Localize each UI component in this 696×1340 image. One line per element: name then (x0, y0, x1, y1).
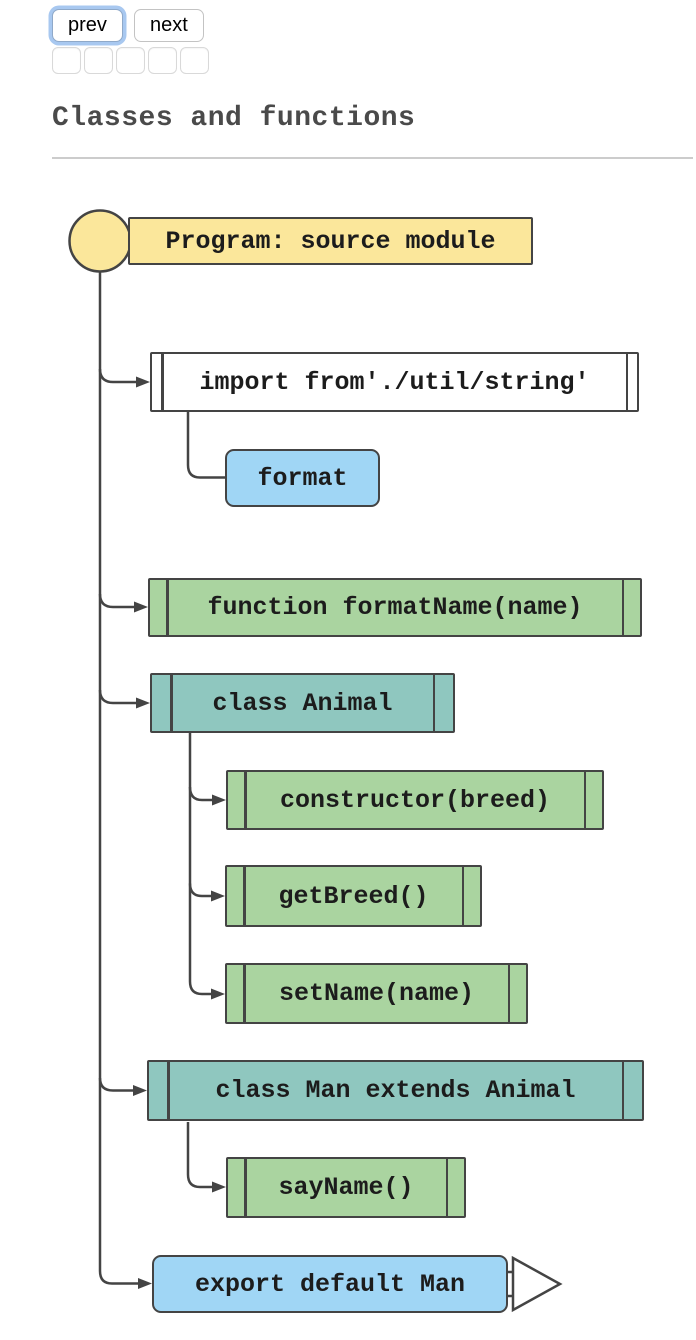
node-export-default: export default Man (152, 1255, 508, 1313)
slide-step-button-3[interactable] (116, 47, 145, 74)
node-class-man: class Man extends Animal (147, 1060, 644, 1121)
main-trunk-line (98, 272, 140, 1285)
man-child-line (186, 1122, 214, 1189)
export-triangle-icon (511, 1255, 563, 1313)
slide-step-button-5[interactable] (180, 47, 209, 74)
node-import-declaration: import from'./util/string' (150, 352, 639, 412)
node-import-specifier-format: format (225, 449, 380, 507)
arrowhead-import (136, 376, 150, 388)
prev-button[interactable]: prev (52, 9, 123, 42)
arrowhead-function (134, 601, 148, 613)
node-class-animal: class Animal (150, 673, 455, 733)
node-method-sayname: sayName() (226, 1157, 466, 1218)
animal-branch-getbreed-line (188, 883, 213, 898)
arrowhead-class-man (133, 1085, 147, 1096)
arrowhead-getbreed (211, 890, 225, 902)
arrowhead-constructor (212, 794, 226, 806)
page-title: Classes and functions (52, 103, 416, 134)
arrowhead-export (138, 1278, 152, 1289)
slide-step-buttons (52, 47, 212, 74)
node-method-getbreed: getBreed() (225, 865, 482, 927)
node-method-setname: setName(name) (225, 963, 528, 1024)
node-function-formatname: function formatName(name) (148, 578, 642, 637)
arrowhead-sayname (212, 1181, 226, 1193)
next-button[interactable]: next (134, 9, 204, 42)
slide-step-button-1[interactable] (52, 47, 81, 74)
animal-children-trunk-line (188, 733, 213, 996)
arrowhead-setname (211, 988, 225, 1000)
arrowhead-class-animal (136, 697, 150, 709)
slide-step-button-2[interactable] (84, 47, 113, 74)
node-method-constructor: constructor(breed) (226, 770, 604, 830)
branch-class-animal-line (98, 689, 138, 705)
program-root-circle (68, 209, 132, 273)
import-child-line (186, 412, 226, 479)
slide-step-button-4[interactable] (148, 47, 177, 74)
node-program: Program: source module (128, 217, 533, 265)
branch-function-line (98, 593, 136, 609)
divider (52, 157, 693, 159)
branch-import-line (98, 368, 138, 384)
animal-branch-constructor-line (188, 786, 213, 802)
branch-class-man-line (98, 1077, 135, 1092)
